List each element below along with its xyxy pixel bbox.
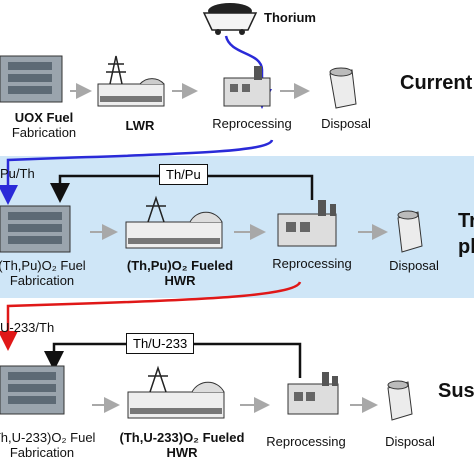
thpu-hwr-line1: (Th,Pu)O₂ Fueled [126, 258, 234, 273]
thpu-fabrication-plant-icon [0, 205, 71, 253]
thorium-cart-icon [202, 3, 258, 35]
thorium-label: Thorium [264, 10, 316, 25]
pu-th-label: Pu/Th [0, 166, 35, 181]
stage-transition-title-1: Tr [458, 210, 474, 232]
reprocessing-label-3: Reprocessing [266, 434, 346, 449]
reprocessing-plant-icon-1 [223, 66, 271, 107]
disposal-label-3: Disposal [385, 434, 435, 449]
thpu-fabrication-line2: Fabrication [9, 273, 75, 288]
thpu-hwr-line2: HWR [164, 273, 196, 288]
hwr-reactor-icon-2 [125, 195, 223, 249]
hwr-reactor-icon-3 [127, 365, 225, 419]
reprocessing-plant-icon-2 [277, 200, 337, 247]
reprocessing-label-1: Reprocessing [212, 116, 292, 131]
disposal-label-1: Disposal [321, 116, 371, 131]
recycle-th-pu-box: Th/Pu [159, 164, 208, 185]
thu233-hwr-label: (Th,U-233)O₂ Fueled HWR [120, 430, 245, 460]
recycle-th-u233-box: Th/U-233 [126, 333, 195, 354]
uox-fabrication-plant-icon [0, 55, 63, 103]
reprocessing-plant-icon-3 [287, 372, 339, 415]
thu233-hwr-line2: HWR [166, 445, 198, 460]
stage-sustained-title: Sus [438, 380, 474, 402]
thu233-fabrication-line2: Fabrication [9, 445, 75, 460]
transition-band [0, 156, 474, 298]
thu233-hwr-line1: (Th,U-233)O₂ Fueled [119, 430, 245, 445]
disposal-label-2: Disposal [389, 258, 439, 273]
lwr-reactor-icon [97, 55, 165, 107]
uox-fabrication-label: UOX Fuel Fabrication [12, 110, 76, 140]
uox-fabrication-line2: Fabrication [11, 125, 77, 140]
uox-fabrication-line1: UOX Fuel [14, 110, 74, 125]
thu233-fabrication-line1: (Th,U-233)O₂ Fuel [0, 430, 96, 445]
thpu-fabrication-label: (Th,Pu)O₂ Fuel Fabrication [0, 258, 86, 288]
link-pu-th [0, 139, 274, 205]
reprocessing-label-2: Reprocessing [272, 256, 352, 271]
disposal-cask-icon-1 [329, 67, 357, 109]
lwr-label: LWR [125, 118, 155, 133]
stage-transition-title-2: ph [458, 236, 474, 258]
link-u233-th [0, 281, 302, 351]
thu233-fabrication-plant-icon [0, 365, 65, 415]
stage-current-title: Current [400, 72, 473, 94]
thpu-hwr-label: (Th,Pu)O₂ Fueled HWR [127, 258, 233, 288]
u233-th-label: U-233/Th [0, 320, 55, 335]
disposal-cask-icon-2 [397, 210, 423, 253]
thu233-fabrication-label: (Th,U-233)O₂ Fuel Fabrication [0, 430, 95, 460]
thpu-fabrication-line1: (Th,Pu)O₂ Fuel [0, 258, 86, 273]
disposal-cask-icon-3 [387, 380, 413, 421]
